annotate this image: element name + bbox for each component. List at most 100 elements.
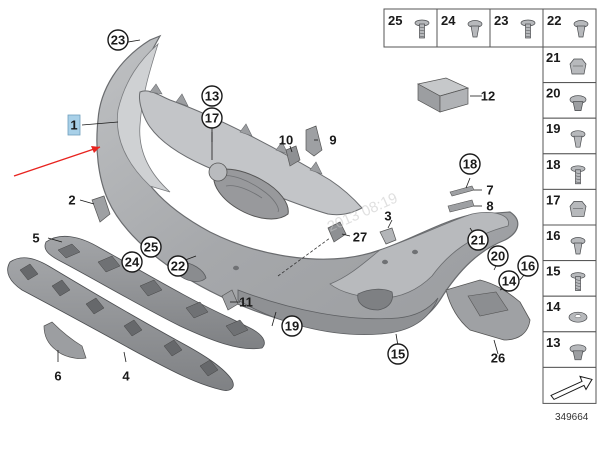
callout-circle xyxy=(459,153,481,175)
legend-column-label: 17 xyxy=(546,192,560,207)
callout-9: 9 xyxy=(329,133,336,148)
washer-icon xyxy=(568,311,588,323)
callout-7: 7 xyxy=(486,183,493,198)
callout-15: 15 xyxy=(387,343,409,365)
grille-frame xyxy=(139,83,363,220)
legend-column-label: 13 xyxy=(546,335,560,350)
callout-label: 24 xyxy=(125,255,140,270)
grommet-icon xyxy=(569,344,587,361)
part-26-detail xyxy=(467,291,509,317)
callout-label: 15 xyxy=(391,347,405,362)
part-3-cap xyxy=(379,227,397,245)
callout-24: 24 xyxy=(121,251,143,273)
callout-circle xyxy=(121,251,143,273)
legend-column-label: 15 xyxy=(546,264,560,279)
callout-label: 27 xyxy=(353,230,367,245)
legend-top-label: 24 xyxy=(441,13,456,28)
callout-label: 14 xyxy=(502,274,517,289)
callout-23: 23 xyxy=(107,29,129,51)
callout-2: 2 xyxy=(68,193,75,208)
screw-icon xyxy=(520,19,536,39)
legend-column-cell xyxy=(542,188,597,226)
grommet-icon xyxy=(569,95,587,111)
callout-circle xyxy=(517,255,539,277)
callout-label: 9 xyxy=(329,133,336,148)
callout-8: 8 xyxy=(486,199,493,214)
callout-label: 2 xyxy=(68,193,75,208)
legend-column-cell xyxy=(542,224,597,262)
callout-circle xyxy=(107,29,129,51)
callout-label: 7 xyxy=(486,183,493,198)
reference-number: 349664 xyxy=(555,412,589,423)
callout-16: 16 xyxy=(517,255,539,277)
rivet-icon xyxy=(570,130,586,148)
part-10-bracket xyxy=(285,145,301,167)
callout-circle xyxy=(387,343,409,365)
callout-label: 20 xyxy=(491,249,505,264)
clip-icon xyxy=(569,201,587,217)
callout-22: 22 xyxy=(167,255,189,277)
rivet-icon xyxy=(573,20,589,38)
callout-1: 1 xyxy=(67,114,81,136)
part-27-bracket xyxy=(327,221,347,243)
callout-20: 20 xyxy=(487,245,509,267)
callout-label: 18 xyxy=(463,157,477,172)
callout-circle xyxy=(201,107,223,129)
direction-arrow-icon xyxy=(550,375,593,401)
part-2-bracket xyxy=(91,195,111,223)
legend-top-label: 22 xyxy=(547,13,561,28)
bumper-cover xyxy=(96,34,519,335)
callout-26: 26 xyxy=(491,351,505,366)
rivet-icon xyxy=(467,20,483,38)
callout-label: 13 xyxy=(205,89,219,104)
callout-circle xyxy=(140,236,162,258)
callout-circle xyxy=(201,85,223,107)
part-7-strip xyxy=(449,185,475,197)
callout-17: 17 xyxy=(201,107,223,129)
legend-top-label: 23 xyxy=(494,13,508,28)
callout-6: 6 xyxy=(54,369,61,384)
callout-label: 16 xyxy=(521,259,535,274)
callout-5: 5 xyxy=(32,231,39,246)
callout-3: 3 xyxy=(384,209,391,224)
callouts: 1234567891011121315141617181920212223242… xyxy=(32,29,539,384)
red-indicator-arrow xyxy=(13,146,101,177)
screw-icon xyxy=(570,272,586,291)
callout-label: 23 xyxy=(111,33,125,48)
callout-label: 5 xyxy=(32,231,39,246)
legend-column-cell xyxy=(542,153,597,190)
callout-19: 19 xyxy=(281,315,303,337)
legend-column-label: 14 xyxy=(546,299,561,314)
callout-label: 8 xyxy=(486,199,493,214)
callout-10: 10 xyxy=(279,133,293,148)
part-9-bracket xyxy=(305,125,323,157)
callout-circle xyxy=(281,315,303,337)
callout-circle xyxy=(167,255,189,277)
callout-label: 12 xyxy=(481,89,495,104)
callout-11: 11 xyxy=(239,295,253,310)
callout-25: 25 xyxy=(140,236,162,258)
callout-18: 18 xyxy=(459,153,481,175)
callout-13: 13 xyxy=(201,85,223,107)
screw-icon xyxy=(414,19,430,39)
callout-label: 1 xyxy=(70,118,77,133)
callout-circle xyxy=(487,245,509,267)
callout-4: 4 xyxy=(122,369,130,384)
lower-grille-bracket xyxy=(44,235,265,350)
legend-column-label: 16 xyxy=(546,228,560,243)
part-11-bracket xyxy=(221,289,239,311)
callout-14: 14 xyxy=(498,270,520,292)
callout-label: 25 xyxy=(144,240,158,255)
legend-column-label: 20 xyxy=(546,86,560,101)
legend-column-label: 19 xyxy=(546,121,560,136)
part-8-strip xyxy=(447,199,475,213)
callout-27: 27 xyxy=(353,230,367,245)
callout-label: 19 xyxy=(285,319,299,334)
legend-column-cell xyxy=(542,46,597,84)
callout-label: 26 xyxy=(491,351,505,366)
legend-column-cell xyxy=(542,295,597,333)
callout-label: 6 xyxy=(54,369,61,384)
